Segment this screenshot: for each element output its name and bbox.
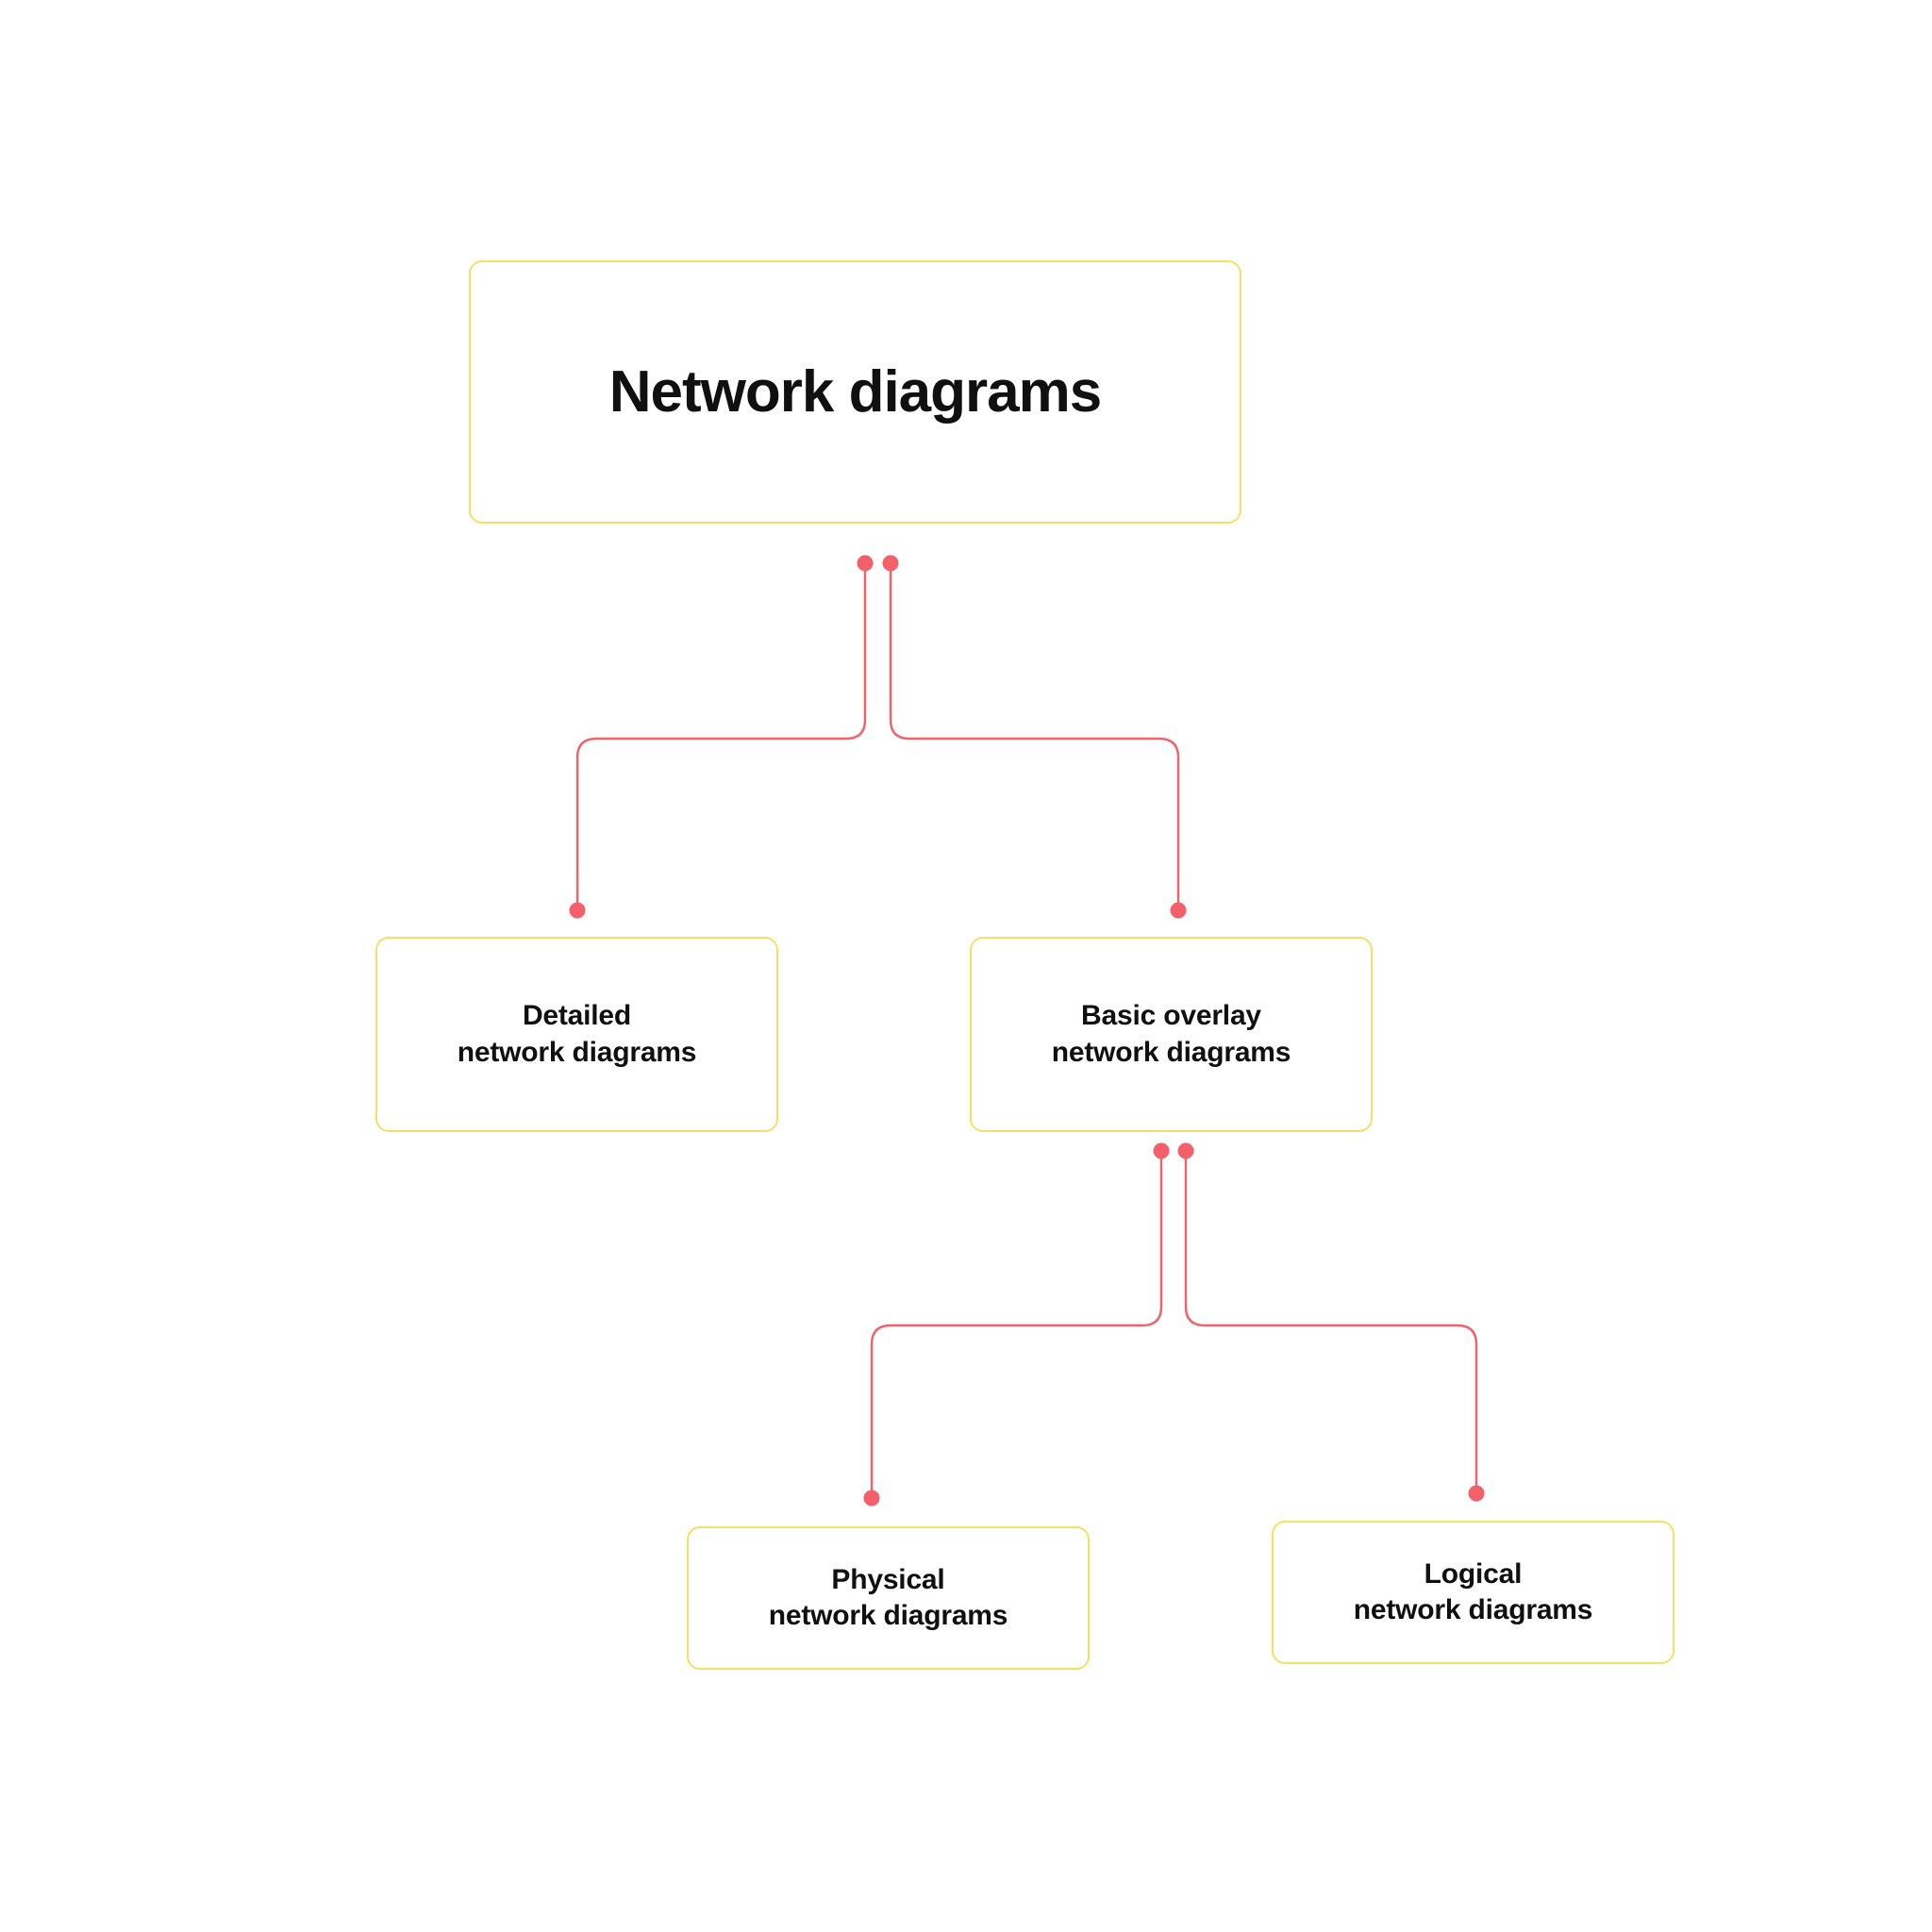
connector-dot-basic-overlay-bottom-right <box>1177 1142 1194 1159</box>
connector-dot-root-left <box>857 555 874 572</box>
node-label-root: Network diagrams <box>608 358 1103 425</box>
edge-basic-overlay-to-logical <box>1177 1142 1485 1502</box>
edge-root-to-detailed <box>569 555 874 919</box>
connector-dot-detailed-top <box>569 902 586 919</box>
connector-dot-root-right <box>882 555 899 572</box>
node-basic-overlay-network-diagrams[interactable]: Basic overlay network diagrams <box>970 937 1373 1132</box>
connector-dot-logical-top <box>1468 1485 1485 1502</box>
node-network-diagrams[interactable]: Network diagrams <box>469 260 1241 524</box>
node-physical-network-diagrams[interactable]: Physical network diagrams <box>687 1526 1090 1670</box>
node-label-basic-overlay: Basic overlay network diagrams <box>1051 1000 1291 1068</box>
node-label-logical: Logical network diagrams <box>1353 1557 1593 1625</box>
edge-root-to-basic-overlay <box>882 555 1187 919</box>
node-label-detailed: Detailed network diagrams <box>457 1000 697 1068</box>
connector-dot-physical-top <box>863 1490 880 1507</box>
edge-basic-overlay-to-physical <box>863 1142 1170 1507</box>
connector-dot-basic-overlay-bottom-left <box>1153 1142 1170 1159</box>
node-logical-network-diagrams[interactable]: Logical network diagrams <box>1272 1521 1674 1664</box>
node-detailed-network-diagrams[interactable]: Detailed network diagrams <box>375 937 778 1132</box>
node-label-physical: Physical network diagrams <box>768 1563 1008 1631</box>
connector-dot-basic-overlay-top <box>1170 902 1187 919</box>
